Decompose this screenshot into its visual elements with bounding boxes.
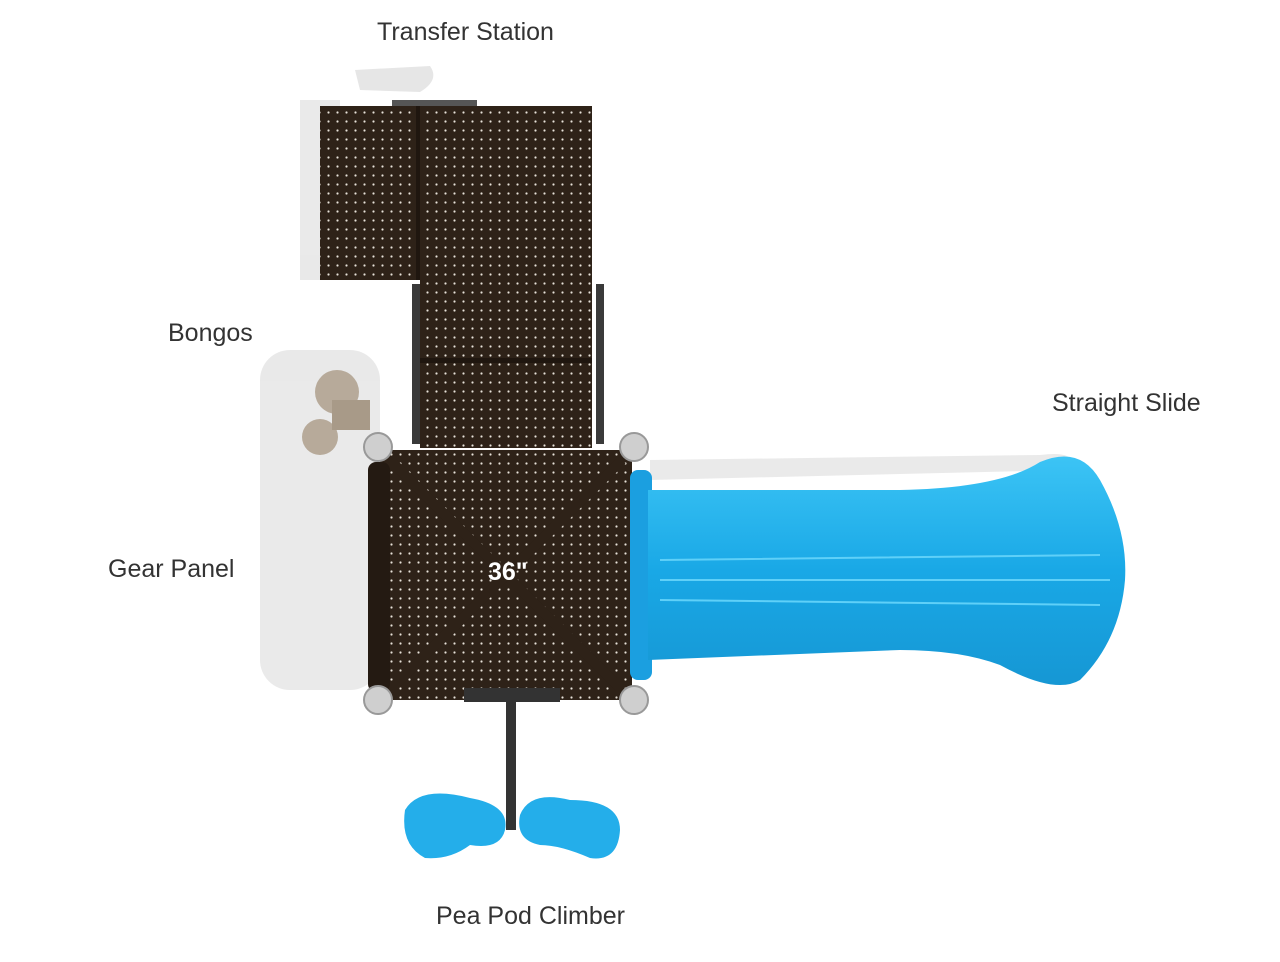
label-bongos: Bongos [168, 319, 253, 347]
straight-slide [630, 456, 1126, 685]
posts [363, 432, 649, 715]
deck [368, 450, 632, 702]
deck-height-label: 36" [488, 558, 528, 586]
pea-pod-climber [404, 690, 620, 859]
stairs [412, 280, 604, 448]
label-transfer-station: Transfer Station [377, 18, 554, 46]
label-pea-pod-climber: Pea Pod Climber [436, 902, 625, 930]
label-straight-slide: Straight Slide [1052, 389, 1201, 417]
bongos [302, 370, 370, 455]
transfer-station [320, 66, 592, 280]
label-gear-panel: Gear Panel [108, 555, 235, 583]
